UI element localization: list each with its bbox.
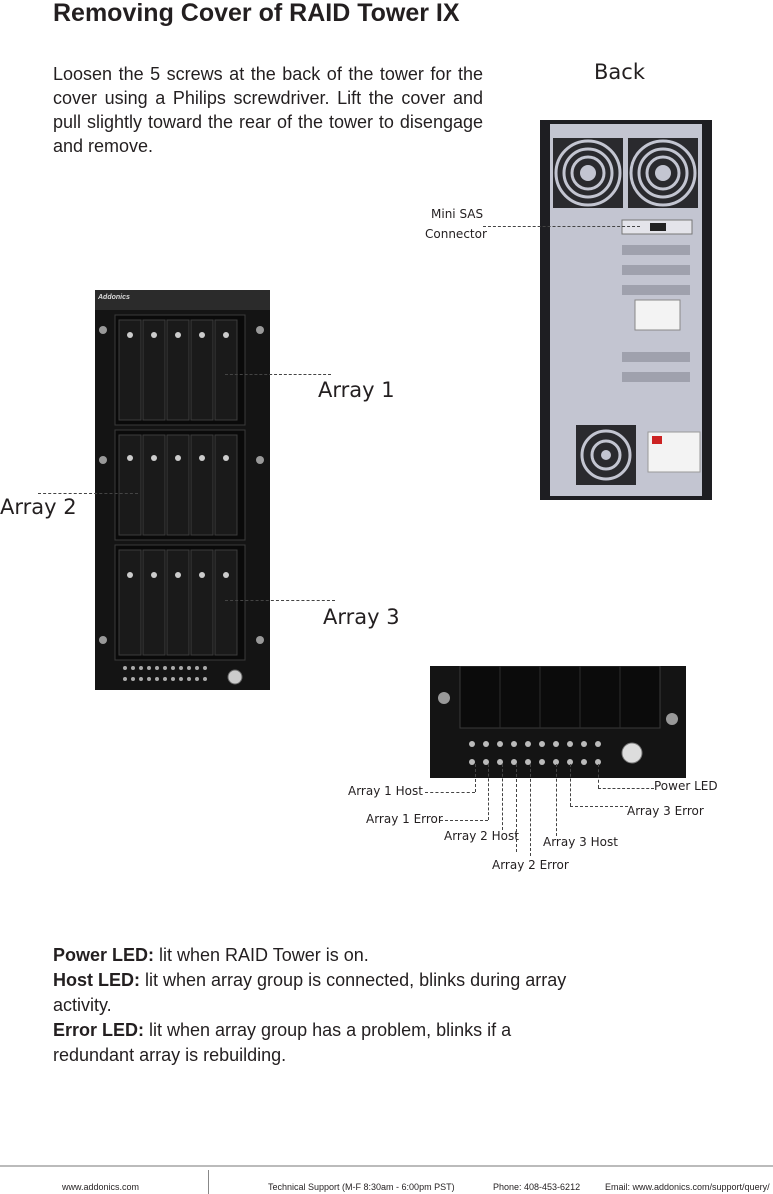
array2-host-leader: [502, 764, 503, 830]
footer-email: Email: www.addonics.com/support/query/: [605, 1182, 770, 1192]
array1-error-leader-v: [488, 764, 489, 820]
array1-host-leader-v: [475, 764, 476, 792]
array1-label: Array 1: [318, 378, 395, 402]
footer-divider: [0, 1165, 773, 1167]
intro-paragraph: Loosen the 5 screws at the back of the t…: [53, 64, 483, 156]
front-brand-logo: Addonics: [98, 294, 130, 301]
legend-power: Power LED: lit when RAID Tower is on.: [53, 943, 573, 968]
back-panel-photo: [540, 120, 712, 500]
power-led-leader-h: [598, 788, 654, 789]
array2-error-leader: [530, 764, 531, 856]
footer-phone: Phone: 408-453-6212: [493, 1182, 581, 1192]
array1-host-label: Array 1 Host: [348, 784, 423, 798]
legend-power-term: Power LED:: [53, 945, 155, 965]
array3-error-leader-h: [570, 806, 628, 807]
array2-label: Array 2: [0, 495, 77, 519]
array3-label: Array 3: [323, 605, 400, 629]
array1-leader-line: [225, 374, 331, 375]
page-title: Removing Cover of RAID Tower IX: [53, 0, 460, 27]
array2-leader-line: [38, 493, 138, 494]
mini-sas-label-line1: Mini SAS: [431, 207, 484, 221]
array2-host-leader-2: [516, 764, 517, 852]
mini-sas-leader-line: [483, 226, 640, 227]
legend-error-term: Error LED:: [53, 1020, 145, 1040]
array1-host-leader-h: [425, 792, 475, 793]
footer-separator: [208, 1170, 209, 1194]
footer-support: Technical Support (M-F 8:30am - 6:00pm P…: [268, 1182, 455, 1192]
led-legend: Power LED: lit when RAID Tower is on. Ho…: [53, 943, 573, 1068]
array3-host-leader: [556, 764, 557, 836]
back-label: Back: [594, 60, 645, 84]
legend-host-term: Host LED:: [53, 970, 140, 990]
legend-power-desc: lit when RAID Tower is on.: [154, 945, 369, 965]
array1-error-label: Array 1 Error: [366, 812, 443, 826]
footer-website: www.addonics.com: [62, 1182, 140, 1192]
led-closeup-photo: [430, 665, 686, 778]
power-led-leader-v: [598, 764, 599, 788]
back-panel-drawing: [540, 120, 712, 500]
array3-error-leader-v: [570, 764, 571, 806]
legend-error-desc: lit when array group has a problem, blin…: [53, 1020, 512, 1065]
legend-host-desc: lit when array group is connected, blink…: [53, 970, 567, 1015]
array2-error-label: Array 2 Error: [492, 858, 569, 872]
mini-sas-label-line2: Connector: [425, 227, 487, 241]
led-closeup-drawing: [430, 665, 686, 778]
front-panel-photo: Addonics: [95, 290, 270, 690]
array2-host-label: Array 2 Host: [444, 829, 519, 843]
front-panel-drawing: [95, 290, 270, 690]
array1-error-leader-h: [440, 820, 488, 821]
fan-icon-left: [553, 138, 623, 208]
array3-leader-line: [225, 600, 335, 601]
legend-host: Host LED: lit when array group is connec…: [53, 968, 573, 1018]
array3-host-label: Array 3 Host: [543, 835, 618, 849]
power-led-label: Power LED: [654, 779, 718, 793]
legend-error: Error LED: lit when array group has a pr…: [53, 1018, 573, 1068]
array3-error-label: Array 3 Error: [627, 804, 704, 818]
fan-icon-right: [628, 138, 698, 208]
